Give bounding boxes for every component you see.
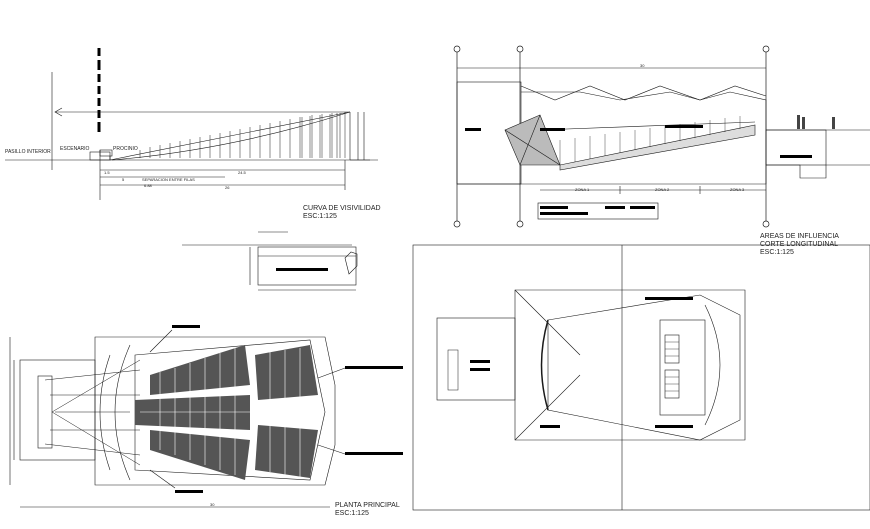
second-plan-drawing — [412, 244, 870, 511]
stage-label: ESCENARIO — [60, 146, 90, 152]
section-subtitle: CORTE LONGITUDINAL — [760, 241, 839, 248]
plan-dim-bottom: 30 — [210, 502, 215, 507]
plan-title: PLANTA PRINCIPAL — [335, 502, 400, 509]
aisle-label: PASILLO INTERIOR — [5, 149, 51, 155]
main-plan-drawing — [9, 325, 403, 508]
seat-row-hatch — [139, 112, 346, 158]
dim-245-label: 24.5 — [238, 170, 246, 175]
visibility-curve-title: CURVA DE VISIVILIDAD — [303, 205, 381, 212]
section-dim-top: 30 — [640, 63, 645, 68]
plan-scale: ESC:1:125 — [335, 510, 369, 517]
proscenium-label: PROCINIO — [113, 146, 138, 152]
row-separation-label: SEPARACION ENTRE FILAS — [142, 177, 195, 182]
section-scale: ESC:1:125 — [760, 249, 794, 256]
visibility-curve-scale: ESC:1:125 — [303, 213, 337, 220]
dim-688-label: 6.88 — [144, 183, 152, 188]
seat-blocks — [135, 345, 318, 480]
zone-1-label: ZONA 1 — [575, 187, 590, 192]
visibility-curve-drawing — [5, 48, 378, 200]
dim-26-label: 26 — [225, 185, 230, 190]
longitudinal-section-drawing — [453, 45, 870, 228]
dim-5-label: 5 — [122, 177, 125, 182]
people-figures-icon — [797, 115, 835, 129]
small-detail-drawing — [182, 231, 358, 291]
zone-3-label: ZONA 3 — [730, 187, 745, 192]
section-title: AREAS DE INFLUENCIA — [760, 233, 839, 240]
dim-15-label: 1.5 — [104, 170, 110, 175]
zone-2-label: ZONA 2 — [655, 187, 670, 192]
